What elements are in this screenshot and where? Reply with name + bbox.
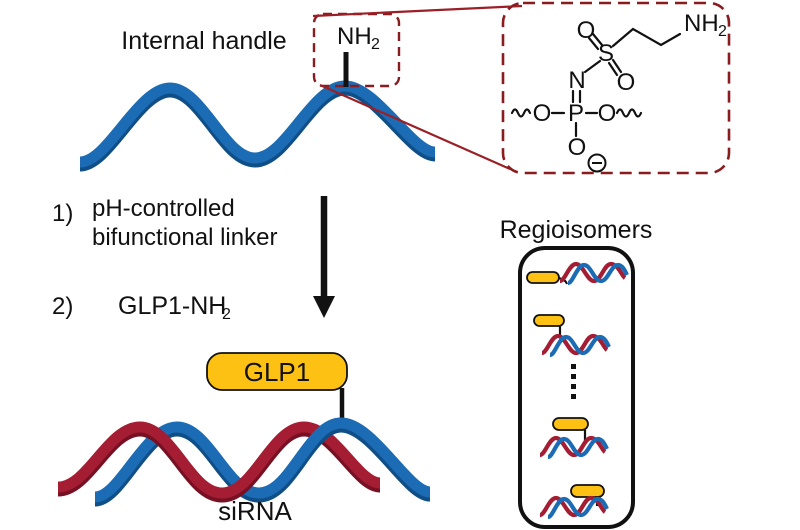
handle-nh2-label: NH	[337, 23, 372, 50]
bond-s-n	[583, 59, 602, 74]
atom-s: S	[598, 40, 614, 67]
atom-amine-subscript: 2	[718, 23, 727, 40]
regioisomer-2	[533, 314, 609, 355]
atom-n: N	[568, 67, 585, 94]
bond-s-o-top-1	[591, 32, 604, 47]
callout-connector-line-top	[312, 4, 523, 18]
atom-amine-nh: NH	[684, 10, 719, 37]
regioisomer-3	[540, 417, 607, 457]
bond-s-o-top-2	[587, 36, 600, 51]
sirna-label: siRNA	[218, 496, 292, 526]
bond-s-o-bottom-2	[607, 61, 619, 77]
regioisomer-1	[526, 264, 627, 285]
internal-handle-title: Internal handle	[121, 27, 286, 55]
glp1-peptide-box	[206, 352, 348, 391]
sirna-duplex	[56, 417, 432, 507]
squiggle-bond-left-icon	[510, 108, 532, 118]
bond-ethyl-chain	[611, 27, 682, 48]
step2-reagent-subscript: 2	[222, 306, 231, 323]
regioisomer-4	[540, 484, 607, 517]
atom-o-sulfonyl-top: O	[577, 17, 596, 44]
step1-number: 1)	[52, 200, 73, 227]
squiggle-bond-right-icon	[615, 108, 643, 118]
regioisomers-title: Regioisomers	[500, 216, 653, 244]
single-strand-rna	[78, 80, 437, 172]
reaction-steps: 1) pH-controlled bifunctional linker 2) …	[52, 195, 277, 323]
atom-o-sulfonyl-bottom: O	[617, 69, 636, 96]
ellipsis-vertical-icon	[571, 364, 576, 399]
atom-o-bottom: O	[568, 134, 587, 161]
atom-o-left: O	[533, 100, 552, 127]
chem-inset: O S O NH 2 N P O O O	[501, 1, 731, 175]
glp1-label: GLP1	[244, 357, 311, 387]
step2-number: 2)	[52, 293, 73, 320]
step2-reagent: GLP1-NH	[118, 292, 226, 320]
bond-s-o-bottom-1	[611, 58, 623, 74]
regioisomers-panel: Regioisomers	[500, 216, 653, 529]
internal-handle-callout: NH 2	[312, 12, 401, 88]
negative-charge-icon	[587, 153, 607, 173]
step1-line1: pH-controlled	[92, 195, 235, 222]
atom-p: P	[568, 100, 584, 127]
glp1-sirna-conjugate: GLP1 siRNA	[56, 352, 432, 526]
callout-connector-line-bottom	[319, 83, 511, 171]
step1-line2: bifunctional linker	[92, 224, 277, 251]
regioisomer-1-linker	[558, 277, 568, 285]
atom-o-right: O	[598, 100, 617, 127]
handle-nh2-subscript: 2	[371, 36, 380, 53]
reaction-arrow-icon	[313, 196, 335, 318]
